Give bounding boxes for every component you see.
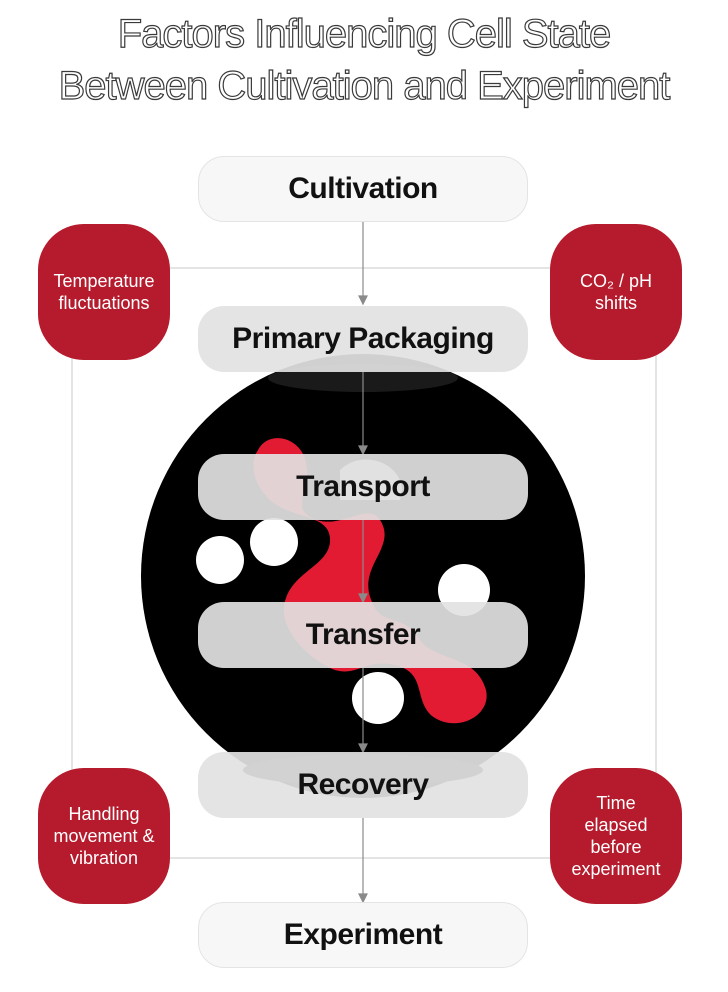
factor-time-elapsed-label: Time elapsed before experiment <box>571 793 661 879</box>
white-cell-2 <box>196 536 244 584</box>
title-line-1: Factors Influencing Cell State <box>117 11 612 56</box>
factor-time-elapsed: Time elapsed before experiment <box>550 768 682 904</box>
factor-temperature-label: Temperature fluctuations <box>53 271 155 313</box>
factor-handling: Handling movement & vibration <box>38 768 170 904</box>
factor-handling-label: Handling movement & vibration <box>53 804 155 868</box>
white-cell-1 <box>250 518 298 566</box>
white-cell-4 <box>352 672 404 724</box>
step-primary-packaging: Primary Packaging <box>198 306 528 372</box>
factor-temperature: Temperature fluctuations <box>38 224 170 360</box>
step-primary-packaging-label: Primary Packaging <box>232 322 494 355</box>
step-experiment: Experiment <box>198 902 528 968</box>
title-line-2: Between Cultivation and Experiment <box>58 63 671 108</box>
diagram-title: Factors Influencing Cell State Between C… <box>0 8 728 112</box>
factor-co2-ph-label: CO₂ / pH shifts <box>580 271 652 313</box>
step-experiment-label: Experiment <box>283 918 443 951</box>
step-recovery-label: Recovery <box>297 768 429 801</box>
factor-co2-ph: CO₂ / pH shifts <box>550 224 682 360</box>
step-transfer-label: Transfer <box>305 618 421 651</box>
step-transfer: Transfer <box>198 602 528 668</box>
step-transport: Transport <box>198 454 528 520</box>
flow-connector <box>358 222 368 904</box>
step-recovery: Recovery <box>198 752 528 818</box>
step-transport-label: Transport <box>296 470 430 503</box>
step-cultivation: Cultivation <box>198 156 528 222</box>
step-cultivation-label: Cultivation <box>288 172 438 205</box>
